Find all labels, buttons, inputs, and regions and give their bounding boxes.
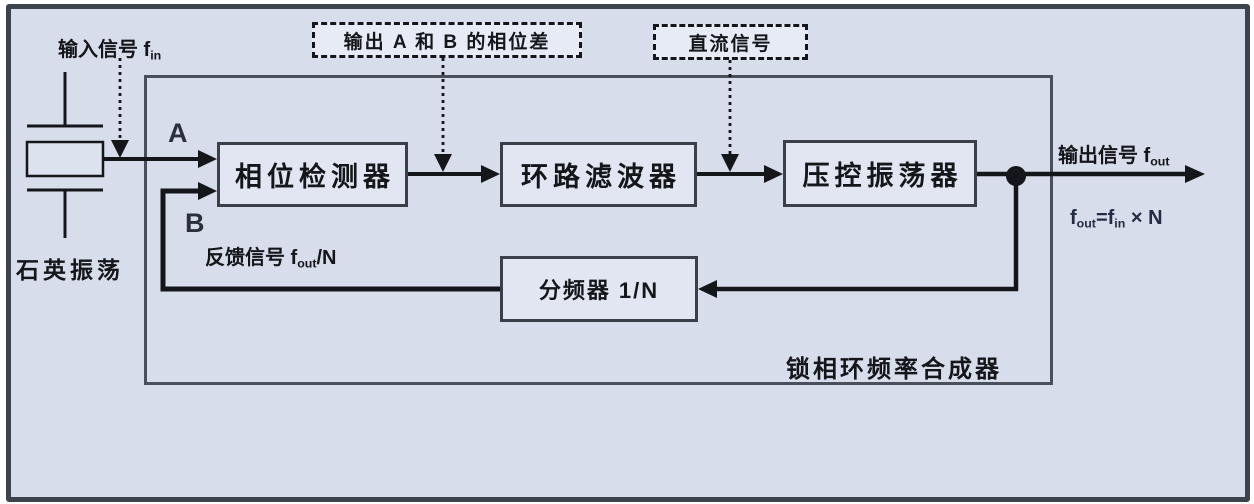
vco-block: 压控振荡器	[783, 140, 977, 207]
feedback-signal-label: 反馈信号 fout/N	[205, 247, 337, 271]
vco-label: 压控振荡器	[802, 161, 963, 191]
input-signal-subscript: in	[150, 48, 162, 63]
connector-pd-lf	[408, 165, 500, 183]
dc-signal-callout: 直流信号	[653, 24, 808, 60]
output-formula: fout=fin × N	[1070, 207, 1163, 231]
pll-panel-outline	[144, 75, 1053, 385]
dc-signal-callout-label: 直流信号	[688, 33, 773, 55]
input-signal-arrow	[111, 58, 129, 158]
pll-system-label: 锁相环频率合成器	[786, 356, 1002, 383]
port-a-label: A	[168, 118, 188, 148]
feedback-return-line	[698, 176, 1019, 298]
output-signal-label: 输出信号 fout	[1058, 145, 1170, 169]
phase-detector-block: 相位检测器	[217, 142, 408, 207]
loop-filter-label: 环路滤波器	[521, 162, 681, 192]
divider-block: 分频器 1/N	[500, 256, 698, 322]
phase-difference-callout-label: 输出 A 和 B 的相位差	[343, 31, 551, 53]
callout-drop-dc-signal	[721, 60, 739, 172]
feedback-signal-subscript: out	[297, 256, 317, 271]
input-signal-label: 输入信号 fin	[58, 39, 162, 63]
crystal-oscillator-symbol	[25, 72, 105, 238]
signal-a-line	[103, 150, 217, 168]
phase-detector-label: 相位检测器	[235, 162, 395, 192]
output-signal-subscript: out	[1150, 154, 1170, 169]
port-b-label: B	[185, 208, 205, 238]
connector-lf-vco	[697, 165, 783, 183]
loop-filter-block: 环路滤波器	[500, 142, 697, 207]
crystal-oscillator-label: 石英振荡	[16, 257, 124, 283]
feedback-b-line	[160, 182, 500, 292]
diagram-frame	[6, 4, 1250, 502]
callout-drop-phase-difference	[434, 58, 452, 172]
phase-difference-callout: 输出 A 和 B 的相位差	[312, 22, 582, 58]
divider-label: 分频器 1/N	[538, 278, 660, 303]
